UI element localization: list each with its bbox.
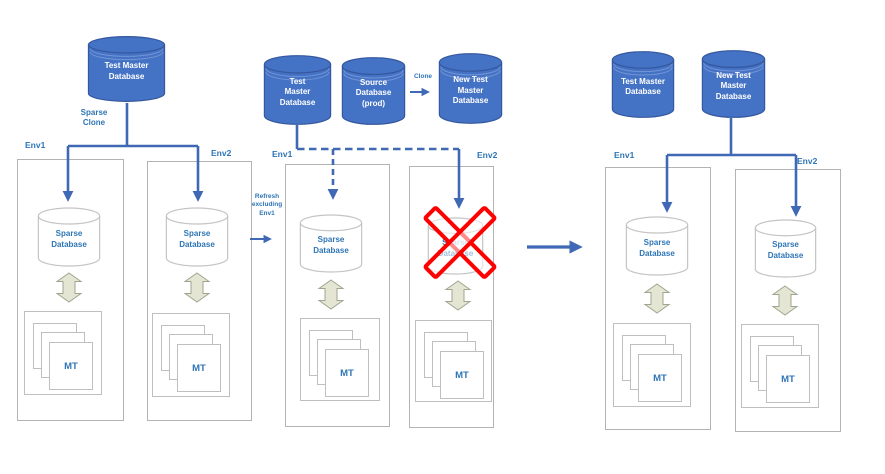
refresh-excluding-env1-annotation: Refresh excluding Env1 [251,193,283,217]
source-database-cylinder: Source Database (prod) [342,57,405,125]
cylinder-label: Sparse Database [300,214,362,273]
env2-label: Env2 [477,150,498,160]
sparse-database-cylinder: Sparse Database [166,207,228,267]
test-master-database-cylinder: Test Master Database [612,51,674,118]
database-cylinder-icon [88,36,165,102]
cylinder-label: Source Database (prod) [342,57,405,125]
sparse-db-label: Sparse Database [437,237,474,258]
mt-label: MT [653,372,667,384]
sync-arrow-icon [183,272,211,303]
sync-arrow-icon [55,272,83,303]
database-cylinder-icon [264,55,331,125]
mt-label: MT [64,360,78,372]
mt-pdb-stack: MT [24,311,102,395]
env1-box [285,164,390,427]
database-cylinder-icon [626,216,688,276]
database-cylinder-icon [612,51,674,118]
test-master-database-cylinder: Test Master Database [88,36,165,102]
sparse-db-label: Sparse Database [313,235,349,255]
database-cylinder-icon [166,207,228,267]
sparse-db-label: Sparse Database [179,228,215,249]
cylinder-label: Sparse Database [626,216,688,276]
cylinder-label: Test Master Database [612,51,674,118]
mt-label: MT [455,369,469,381]
new-test-master-database-cylinder: New Test Master Database [439,53,502,124]
new-master-connector [667,118,796,157]
master-db-label: New Test Master Database [452,75,489,106]
env1-label: Env1 [25,140,46,150]
mt-square: MT [766,355,810,403]
env2-box [735,169,841,432]
env1-label: Env1 [614,150,635,160]
cylinder-label: Test Master Database [264,55,331,125]
sparse-database-cylinder: Sparse Database [38,207,100,267]
mt-pdb-stack: MT [152,313,230,397]
mt-label: MT [340,367,354,379]
sparse-database-cylinder: Sparse Database [626,216,688,276]
sparse-db-label: Sparse Database [51,228,87,249]
database-cylinder-icon [702,50,765,118]
cylinder-label: New Test Master Database [702,50,765,118]
mt-square: MT [325,349,369,397]
cylinder-label: New Test Master Database [439,53,502,124]
master-db-label: New Test Master Database [715,70,752,101]
cylinder-label: Sparse Database [38,207,100,267]
mt-square: MT [638,354,682,402]
sparse-database-cylinder: Sparse Database [755,219,816,278]
source-db-label: Source Database (prod) [355,77,392,108]
sparse-database-cylinder: Sparse Database [300,214,362,273]
sparse-database-cylinder-crossed: Sparse Database [428,217,483,275]
cylinder-label: Sparse Database [428,217,483,275]
mt-square: MT [49,342,93,390]
database-cylinder-icon [342,57,405,125]
master-db-label: Test Master Database [279,76,316,107]
sparse-clone-annotation: Sparse Clone [80,108,108,128]
test-master-database-cylinder: Test Master Database [264,55,331,125]
database-cylinder-icon [439,53,502,124]
sync-arrow-icon [643,283,671,314]
cylinder-label: Sparse Database [755,219,816,278]
master-db-label: Test Master Database [104,61,149,81]
mt-square: MT [440,351,484,399]
database-cylinder-icon [300,214,362,273]
mt-label: MT [192,362,206,374]
env2-box [147,161,252,421]
database-cylinder-icon [755,219,816,278]
mt-square: MT [177,344,221,392]
mt-pdb-stack: MT [300,318,380,401]
mt-pdb-stack: MT [613,323,691,407]
mt-pdb-stack: MT [415,320,492,402]
env1-box [605,167,711,430]
master-db-label: Test Master Database [621,76,665,96]
env1-label: Env1 [272,149,293,159]
sync-arrow-icon [317,279,345,310]
sync-arrow-icon [444,280,472,311]
cylinder-label: Test Master Database [88,36,165,102]
cylinder-label: Sparse Database [166,207,228,267]
sparse-db-label: Sparse Database [639,237,675,258]
clone-annotation: Clone [413,73,433,80]
database-cylinder-icon [38,207,100,267]
env2-box [409,166,494,428]
env1-box [17,159,124,421]
mt-label: MT [781,373,795,385]
mt-pdb-stack: MT [741,324,819,408]
env2-label: Env2 [211,148,232,158]
env2-label: Env2 [797,156,818,166]
new-test-master-database-cylinder: New Test Master Database [702,50,765,118]
sparse-db-label: Sparse Database [767,240,804,260]
sync-arrow-icon [771,285,799,316]
